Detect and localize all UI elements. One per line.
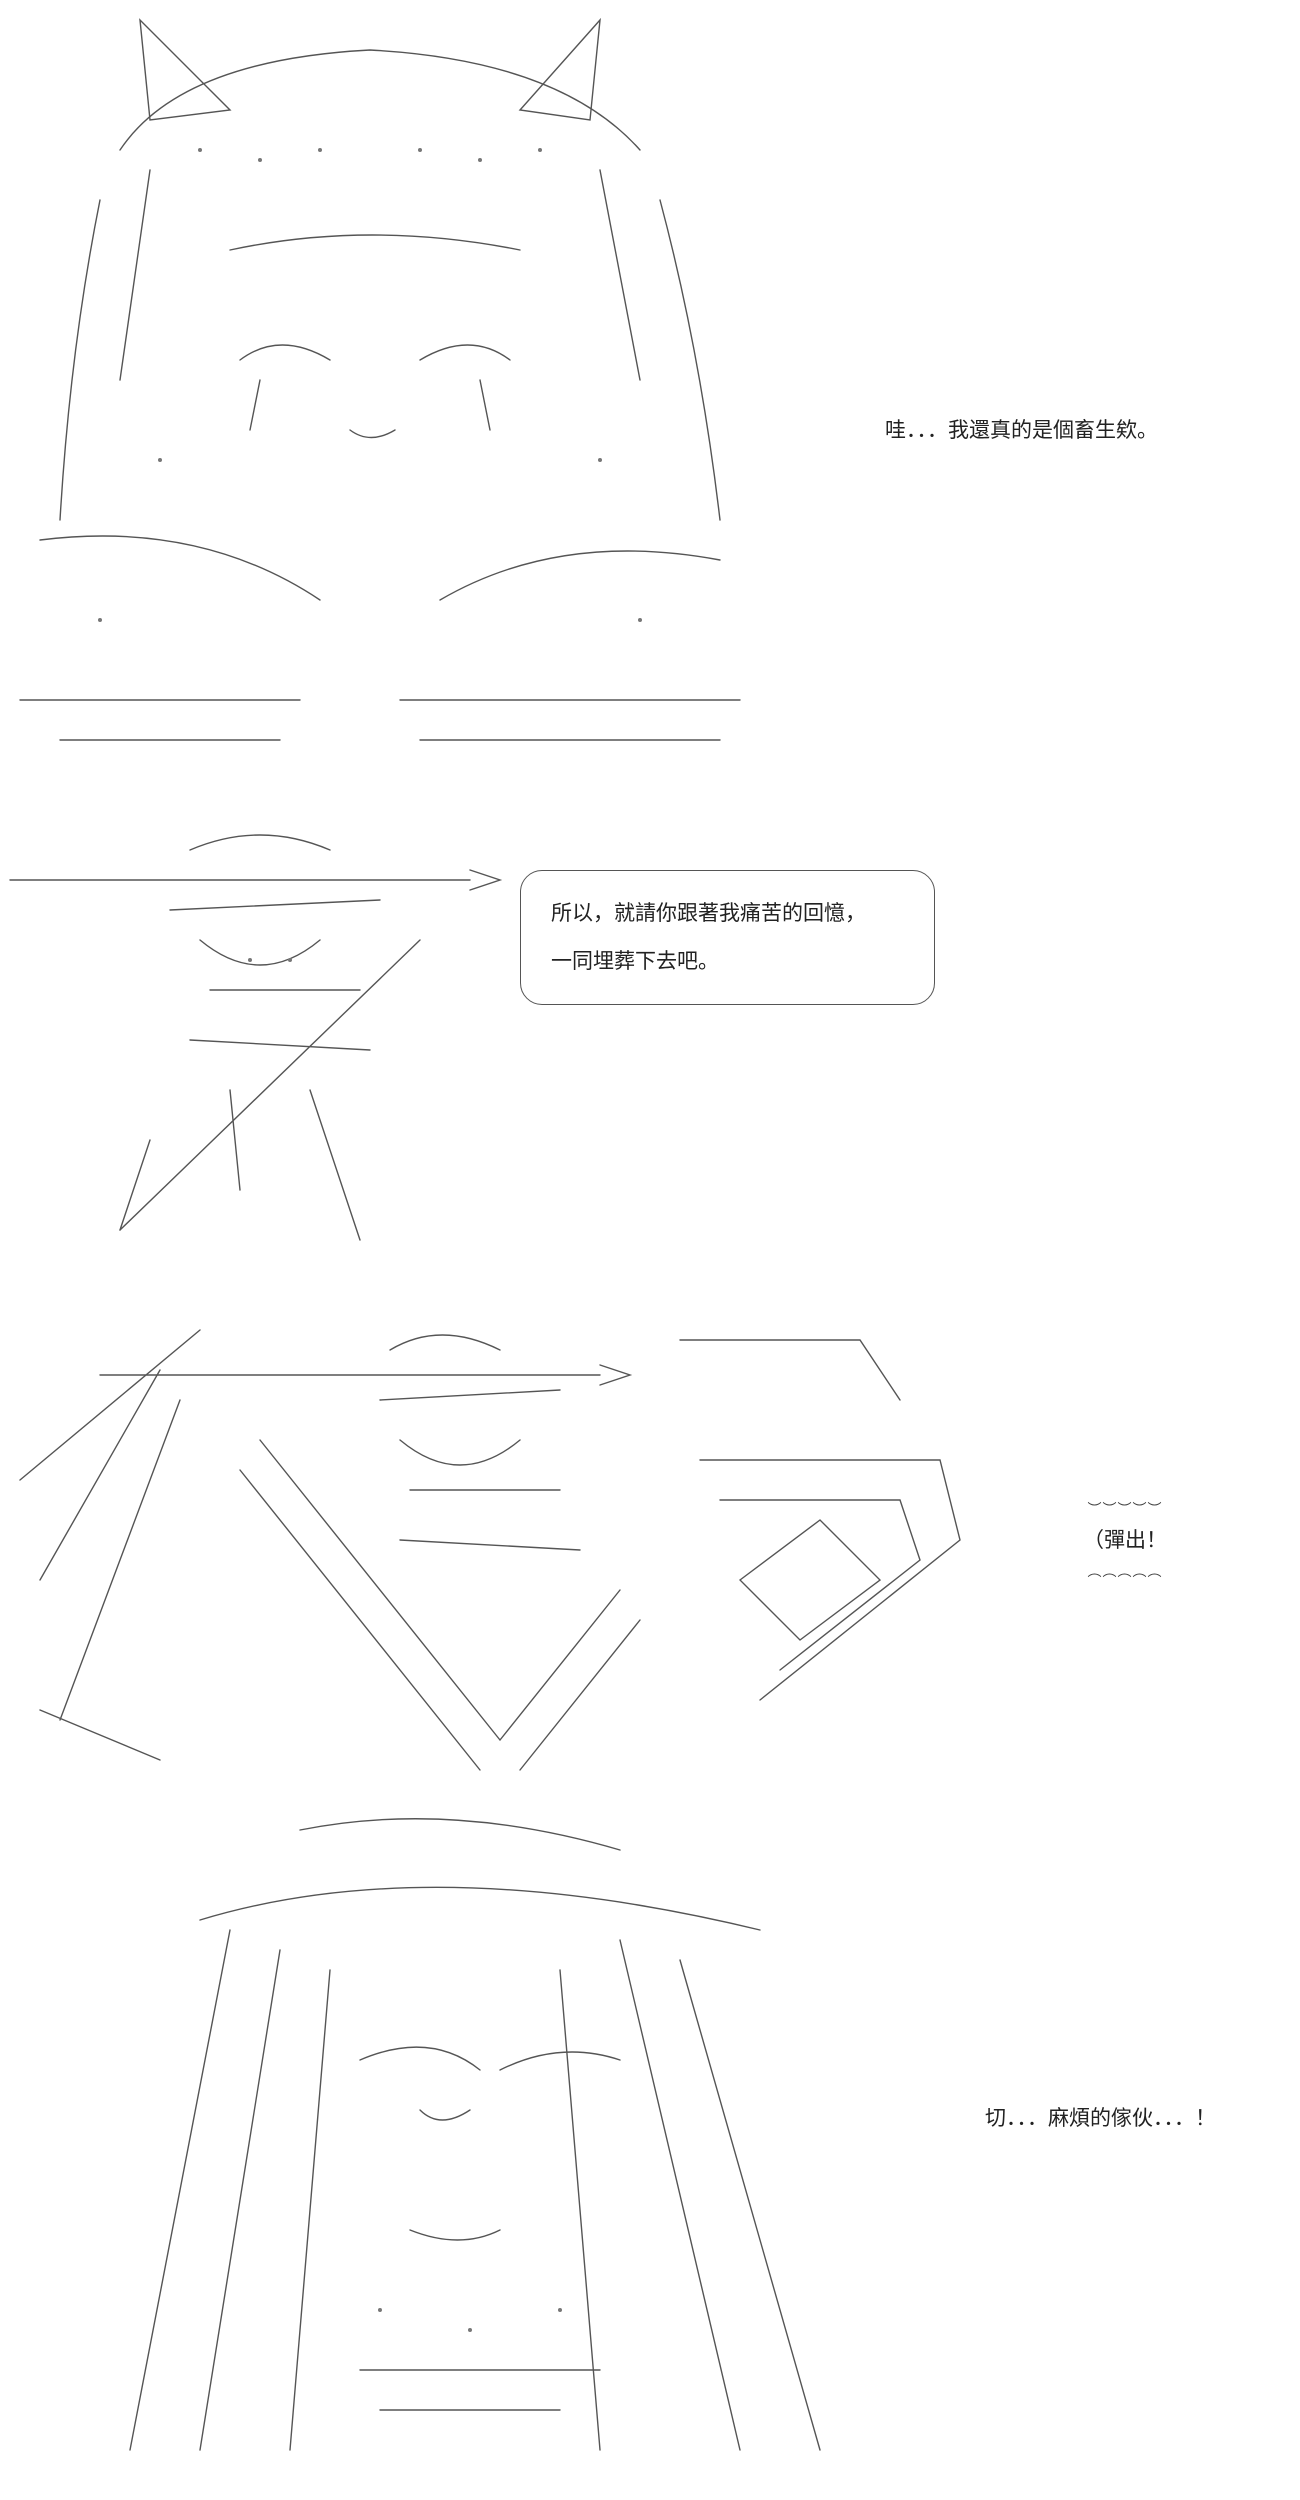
- sound-effect-text: （彈出！: [1083, 1528, 1167, 1552]
- long-haired-character-annoyed-art: [129, 1818, 821, 2451]
- sound-effect-burst: ︶︶︶︶︶ （彈出！ ︵︵︵︵︵: [1050, 1495, 1200, 1585]
- panel-1: 哇．．．我還真的是個畜生欸。: [0, 0, 1300, 780]
- panel-3: ︶︶︶︶︶ （彈出！ ︵︵︵︵︵: [0, 1280, 1300, 1800]
- panel-4: 切．．．麻煩的傢伙．．．！: [0, 1810, 1300, 2500]
- character-spear-ejected-art: [19, 1329, 961, 1771]
- panel-2: 所以，就請你跟著我痛苦的回憶， 一同埋葬下去吧。: [0, 790, 1300, 1270]
- cat-eared-character-crying-art: [19, 17, 741, 741]
- speech-bubble-line: 一同埋葬下去吧。: [551, 949, 719, 973]
- panel-1-caption: 哇．．．我還真的是個畜生欸。: [885, 418, 1158, 442]
- burst-top-edge: ︶︶︶︶︶: [1087, 1502, 1163, 1518]
- speech-bubble-line: 所以，就請你跟著我痛苦的回憶，: [551, 901, 866, 925]
- burst-bottom-edge: ︵︵︵︵︵: [1087, 1564, 1163, 1580]
- speech-bubble: 所以，就請你跟著我痛苦的回憶， 一同埋葬下去吧。: [520, 870, 935, 1005]
- character-with-spear-art: [9, 834, 503, 1241]
- panel-4-caption: 切．．．麻煩的傢伙．．．！: [985, 2106, 1216, 2130]
